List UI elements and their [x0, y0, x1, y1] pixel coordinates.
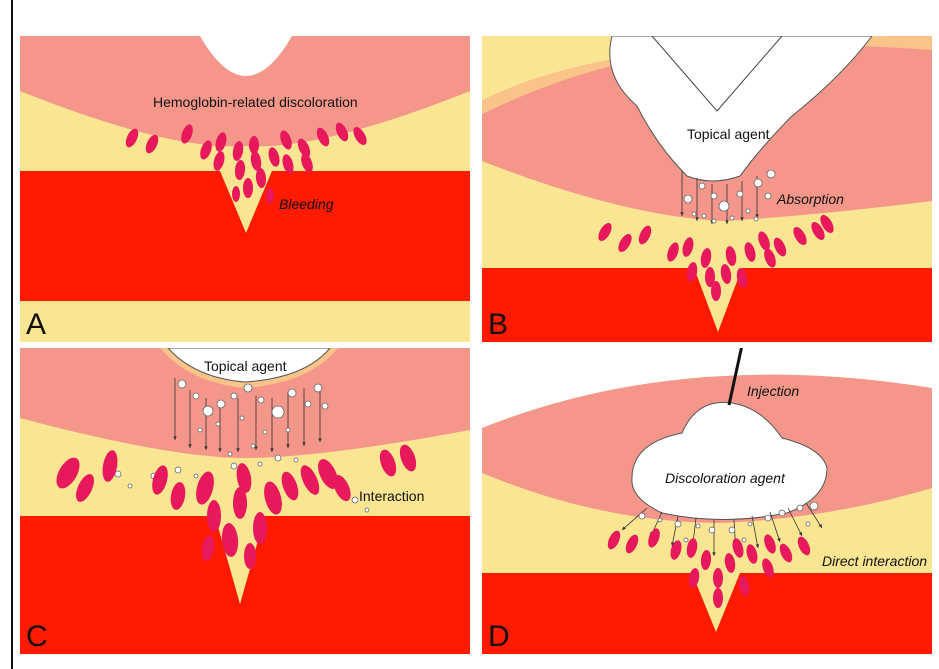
agent-particle: [258, 397, 264, 403]
agent-particle: [240, 416, 244, 420]
agent-particle: [639, 513, 645, 519]
agent-particle: [352, 497, 358, 503]
agent-particle: [322, 403, 328, 409]
panel-a-illustration: [20, 36, 470, 342]
panel-letter-d: D: [488, 622, 510, 652]
agent-particle: [810, 502, 818, 510]
agent-particle: [263, 430, 267, 434]
red-blood-cell: [713, 588, 723, 608]
agent-particle: [767, 170, 775, 178]
agent-particle: [797, 505, 803, 511]
agent-particle: [696, 524, 700, 528]
panel-b-illustration: [482, 36, 932, 342]
agent-particle: [719, 201, 729, 211]
agent-particle: [244, 384, 252, 392]
agent-particle: [765, 515, 771, 521]
panel-b: Topical agent Absorption B: [482, 36, 932, 342]
agent-particle: [754, 217, 758, 221]
left-divider-line: [11, 0, 13, 669]
topical-agent-label: Topical agent: [687, 126, 770, 142]
agent-particle: [699, 183, 705, 189]
panel-d: Injection Discoloration agent Direct int…: [482, 348, 932, 654]
agent-particle: [742, 538, 746, 542]
agent-particle: [286, 428, 290, 432]
red-blood-cell: [232, 186, 240, 202]
agent-particle: [115, 471, 121, 477]
panel-a: Hemoglobin-related discoloration Bleedin…: [20, 36, 470, 342]
agent-particle: [709, 527, 715, 533]
agent-particle: [272, 406, 284, 418]
topical-agent-label: Topical agent: [204, 358, 287, 374]
panel-letter-b: B: [488, 310, 508, 340]
agent-particle: [128, 484, 132, 488]
agent-particle: [294, 458, 298, 462]
red-blood-cell: [711, 281, 721, 301]
agent-particle: [216, 422, 220, 426]
agent-particle: [712, 219, 716, 223]
agent-particle: [231, 463, 237, 469]
red-blood-cell: [253, 512, 267, 544]
panel-d-illustration: [482, 348, 932, 654]
interaction-label: Interaction: [359, 488, 424, 504]
agent-particle: [305, 401, 311, 407]
red-blood-cell: [244, 543, 256, 569]
agent-particle: [314, 384, 322, 392]
red-blood-cell: [207, 500, 221, 532]
hemoglobin-discoloration-label: Hemoglobin-related discoloration: [153, 94, 358, 110]
absorption-label: Absorption: [777, 191, 844, 207]
agent-particle: [684, 195, 692, 203]
agent-particle: [730, 216, 734, 220]
panel-c: Topical agent Interaction C: [20, 348, 470, 654]
agent-particle: [684, 538, 688, 542]
agent-particle: [193, 393, 199, 399]
agent-particle: [178, 380, 186, 388]
agent-particle: [275, 455, 281, 461]
agent-particle: [748, 522, 752, 526]
agent-particle: [754, 179, 762, 187]
red-blood-cell: [266, 188, 274, 204]
agent-particle: [702, 214, 706, 218]
agent-particle: [779, 510, 785, 516]
agent-particle: [198, 428, 202, 432]
agent-particle: [737, 191, 743, 197]
injection-label: Injection: [747, 383, 799, 399]
agent-particle: [658, 518, 662, 522]
bleeding-label: Bleeding: [279, 196, 334, 212]
agent-particle: [288, 389, 296, 397]
agent-particle: [692, 212, 696, 216]
agent-particle: [258, 462, 262, 466]
agent-particle: [806, 522, 810, 526]
agent-particle: [729, 527, 735, 533]
red-blood-cell: [243, 178, 253, 198]
agent-particle: [765, 193, 771, 199]
direct-interaction-label: Direct interaction: [822, 553, 927, 569]
agent-particle: [203, 406, 213, 416]
panel-letter-a: A: [26, 310, 46, 340]
agent-particle: [711, 193, 717, 199]
agent-particle: [365, 508, 369, 512]
red-blood-cell: [249, 136, 259, 154]
agent-particle: [251, 444, 255, 448]
agent-particle: [228, 452, 232, 456]
agent-particle: [175, 467, 181, 473]
agent-particle: [217, 400, 225, 408]
panel-letter-c: C: [26, 622, 48, 652]
discoloration-agent-label: Discoloration agent: [665, 470, 785, 486]
agent-particle: [231, 393, 237, 399]
agent-particle: [675, 521, 681, 527]
agent-particle: [746, 209, 750, 213]
red-blood-cell: [713, 568, 723, 588]
agent-particle: [194, 474, 198, 478]
